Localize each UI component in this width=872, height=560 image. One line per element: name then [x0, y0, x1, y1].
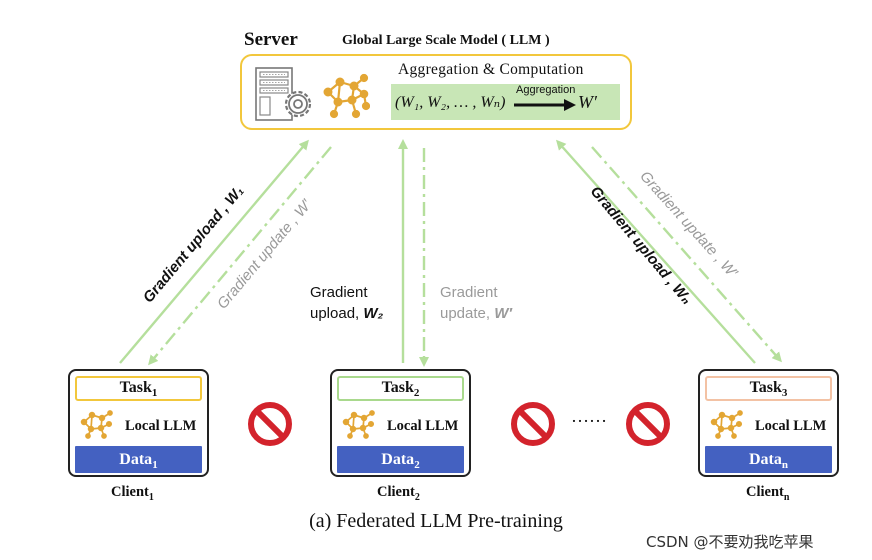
aggregation-band: [391, 84, 620, 120]
neural-network-icon: [323, 73, 370, 119]
client-box-2: Task2 Local LLM Data2: [330, 369, 471, 477]
right-update-arrow: [591, 146, 782, 363]
task-box-3: Task3: [705, 376, 832, 401]
middle-upload-var: W₂: [363, 305, 384, 322]
local-llm-label-2: Local LLM: [387, 418, 459, 434]
client-box-1: Task1 Local LLM Data1: [68, 369, 209, 477]
no-entry-icon: [626, 402, 670, 446]
local-llm-label-3: Local LLM: [755, 418, 827, 434]
task-box-2: Task2: [337, 376, 464, 401]
data-box-1: Data1: [75, 446, 202, 473]
ellipsis: ……: [571, 406, 607, 426]
middle-update-label-line2: update, W′: [440, 305, 512, 322]
client-label-2: Client2: [377, 484, 420, 503]
local-llm-label-1: Local LLM: [125, 418, 197, 434]
figure-caption: (a) Federated LLM Pre-training: [309, 510, 563, 532]
watermark: CSDN @不要劝我吃苹果: [646, 533, 814, 551]
middle-upload-label-line1: Gradient: [310, 284, 368, 301]
client-box-3: Task3 Local LLM Datan: [698, 369, 839, 477]
left-upload-arrow: [119, 139, 309, 364]
neural-network-icon: [342, 410, 375, 439]
middle-update-var: W′: [494, 305, 512, 322]
neural-network-icon: [80, 410, 113, 439]
middle-update-label-line1: Gradient: [440, 284, 498, 301]
server-title: Server: [244, 29, 298, 50]
aggregation-arrow: [514, 99, 576, 111]
data-box-3: Datan: [705, 446, 832, 473]
data-box-2: Data2: [337, 446, 464, 473]
aggregation-arrow-label: Aggregation: [516, 84, 576, 96]
middle-upload-label-line2: upload, W₂: [310, 305, 384, 322]
aggregation-title: Aggregation & Computation: [398, 61, 584, 78]
aggregation-result: W′: [578, 92, 597, 112]
no-entry-icon: [248, 402, 292, 446]
left-update-arrow: [148, 146, 332, 366]
client-label-3: Clientn: [746, 484, 790, 503]
server-gear-icon: [255, 67, 312, 121]
no-entry-icon: [511, 402, 555, 446]
aggregation-formula: (W₁, W₂, … , Wₙ): [395, 94, 506, 111]
task-box-1: Task1: [75, 376, 202, 401]
neural-network-icon: [710, 410, 743, 439]
global-model-title: Global Large Scale Model ( LLM ): [342, 33, 550, 48]
right-upload-arrow: [556, 139, 756, 364]
client-label-1: Client1: [111, 484, 154, 503]
